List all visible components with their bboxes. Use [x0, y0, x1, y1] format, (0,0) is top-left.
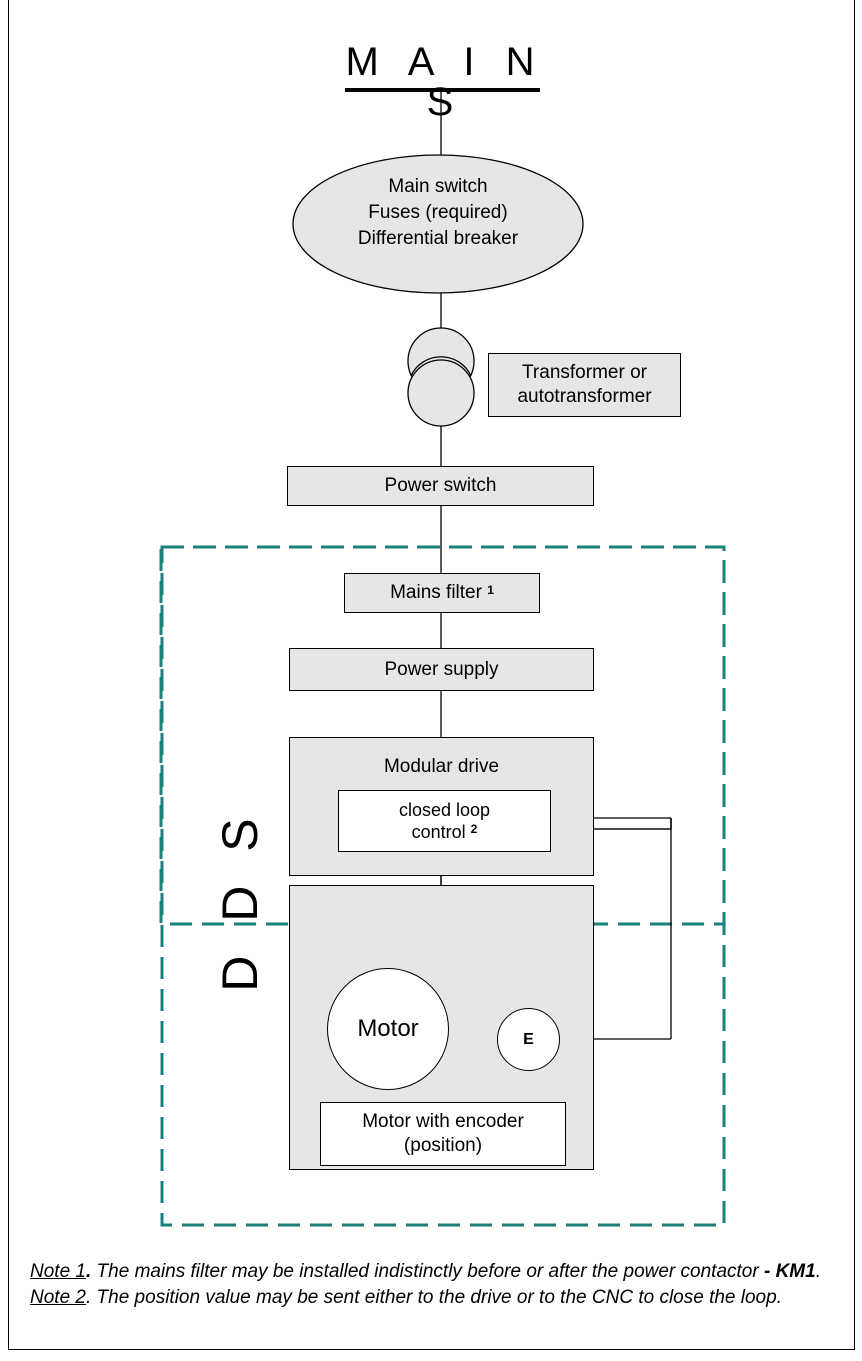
main-switch-line-2: Fuses (required) — [368, 202, 508, 223]
note-2-text: . The position value may be sent either … — [85, 1287, 782, 1308]
notes-paragraph: Note 1. The mains filter may be installe… — [30, 1259, 845, 1311]
motor-caption-box: Motor with encoder (position) — [320, 1102, 566, 1166]
note-1-label: Note 1 — [30, 1261, 86, 1282]
transformer-line-1: Transformer or — [522, 362, 647, 383]
mains-filter-note-ref: 1 — [487, 583, 494, 597]
power-supply-box: Power supply — [289, 648, 594, 691]
motor-caption-line-1: Motor with encoder — [362, 1111, 524, 1132]
mains-filter-box: Mains filter 1 — [344, 573, 540, 613]
note-2-label: Note 2 — [30, 1287, 86, 1308]
encoder-symbol: E — [523, 1030, 534, 1048]
modular-drive-label: Modular drive — [383, 756, 500, 777]
closed-loop-line-2: control — [411, 822, 466, 842]
note-1-end: . — [815, 1261, 821, 1282]
motor-caption-line-2: (position) — [403, 1135, 483, 1156]
mains-title: M A I N S — [345, 40, 545, 124]
note-1-text: The mains filter may be installed indist… — [91, 1261, 764, 1282]
dds-label: D D S — [212, 808, 268, 992]
transformer-label-box: Transformer or autotransformer — [488, 353, 681, 417]
main-switch-ellipse — [292, 154, 584, 294]
motor-label: Motor — [357, 1015, 419, 1042]
closed-loop-line-1: closed loop — [398, 800, 491, 820]
power-switch-box: Power switch — [287, 466, 594, 506]
closed-loop-control-box: closed loop control 2 — [338, 790, 551, 852]
encoder-circle: E — [497, 1008, 560, 1071]
main-switch-line-1: Main switch — [388, 176, 488, 197]
page-frame — [8, 0, 855, 1350]
closed-loop-note-ref: 2 — [470, 822, 478, 836]
motor-circle: Motor — [327, 968, 449, 1090]
note-1-contactor: - KM1 — [763, 1261, 816, 1282]
transformer-line-2: autotransformer — [517, 386, 652, 407]
transformer-coil-bottom — [407, 359, 475, 427]
main-switch-label: Main switch Fuses (required) Differentia… — [300, 174, 576, 252]
note-1-dot: . — [85, 1261, 92, 1282]
modular-drive-box: Modular drive closed loop control 2 — [289, 737, 594, 876]
main-switch-line-3: Differential breaker — [357, 228, 519, 249]
mains-filter-label: Mains filter — [390, 582, 482, 603]
